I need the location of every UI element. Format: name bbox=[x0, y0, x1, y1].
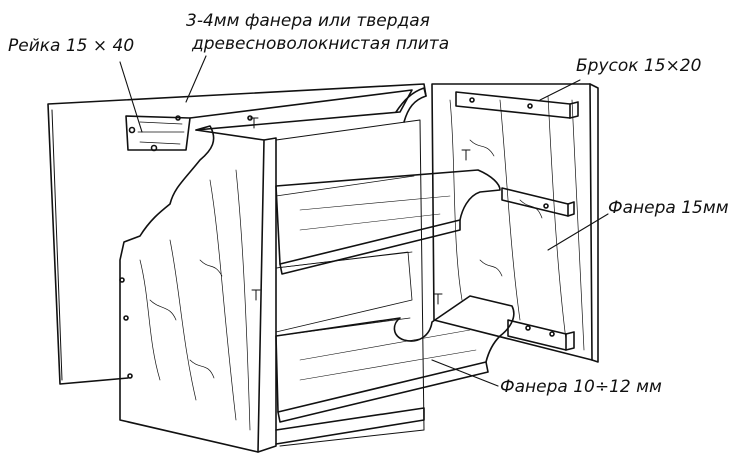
left-side-panel bbox=[119, 125, 277, 453]
label-plywood-thin-line1: 3-4мм фанера или твердая bbox=[186, 11, 430, 31]
top-rail bbox=[125, 89, 413, 152]
leader-plywood-10 bbox=[431, 359, 499, 387]
bottom-edge bbox=[275, 407, 425, 445]
leader-bar bbox=[539, 79, 581, 101]
bar-top bbox=[455, 91, 579, 119]
upper-shelf bbox=[275, 169, 501, 275]
bar-middle bbox=[501, 187, 575, 217]
bar-bottom bbox=[507, 319, 575, 351]
label-plywood-15mm: Фанера 15мм bbox=[608, 198, 729, 218]
top-curve bbox=[395, 87, 427, 123]
middle-shelf bbox=[275, 251, 413, 333]
lower-shelf bbox=[275, 295, 515, 423]
leader-plywood-15 bbox=[547, 213, 609, 251]
label-plywood-10-12mm: Фанера 10÷12 мм bbox=[500, 377, 662, 397]
leader-rail bbox=[119, 61, 143, 133]
label-rail: Рейка 15 × 40 bbox=[8, 36, 135, 56]
inner-back bbox=[275, 119, 425, 447]
label-bar: Брусок 15×20 bbox=[576, 56, 702, 76]
leader-lines bbox=[119, 55, 609, 387]
label-plywood-thin-line2: древесноволокнистая плита bbox=[192, 34, 450, 54]
screws bbox=[249, 117, 471, 305]
right-side-panel bbox=[431, 83, 599, 363]
leader-plywood-thin bbox=[185, 55, 207, 103]
back-panel bbox=[47, 83, 427, 385]
